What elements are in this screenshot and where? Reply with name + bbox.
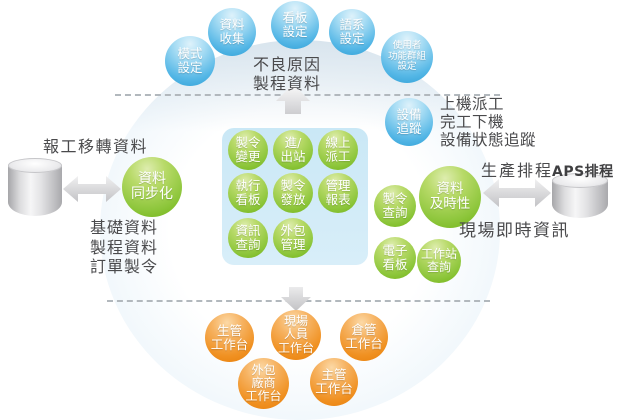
circle-data-timeliness: 資料 及時性 — [419, 166, 481, 228]
circle-label: 設備 追蹤 — [396, 107, 422, 136]
circle-label: 工作站 查詢 — [420, 246, 457, 274]
circle-shopfloor-staff-workbench: 現場 人員 工作台 — [271, 310, 321, 360]
circle-user-group-setting: 使用者 功能群組 設定 — [381, 31, 433, 83]
module-circle-work-order-release: 製令 發放 — [273, 173, 313, 213]
circle-label: 資訊 查詢 — [235, 223, 261, 252]
circle-label: 製令 變更 — [235, 135, 261, 164]
circle-label: 執行 看板 — [235, 178, 261, 207]
module-circle-management-report: 管理 報表 — [318, 173, 358, 213]
module-circle-online-dispatch: 線上 派工 — [318, 130, 358, 170]
circle-label: 語系 設定 — [339, 17, 365, 46]
circle-label: 管理 報表 — [325, 178, 351, 207]
circle-data-sync: 資料 同步化 — [122, 157, 182, 217]
circle-mode-setting: 模式 設定 — [165, 36, 215, 86]
aps-db-label: APS排程 — [552, 164, 614, 180]
circle-label: 模式 設定 — [177, 46, 203, 75]
circle-production-control-workbench: 生管 工作台 — [205, 313, 254, 362]
circle-outsourcing-vendor-workbench: 外包 廠商 工作台 — [238, 358, 289, 409]
erp-database-icon — [8, 158, 62, 216]
module-circle-check-in-out: 進/ 出站 — [273, 130, 313, 170]
circle-workstation-query: 工作站 查詢 — [417, 239, 461, 283]
circle-label: 資料 及時性 — [429, 181, 471, 212]
module-circle-work-order-change: 製令 變更 — [228, 130, 268, 170]
circle-warehouse-workbench: 倉管 工作台 — [340, 313, 388, 361]
left-title: 報工移轉資料 — [43, 137, 149, 156]
circle-e-board: 電子 看板 — [374, 237, 416, 279]
circle-label: 看板 設定 — [282, 10, 308, 39]
aps-database-icon — [552, 173, 608, 218]
circle-label: 生管 工作台 — [210, 322, 249, 352]
sync-double-arrow-icon — [63, 176, 121, 202]
circle-label: 現場 人員 工作台 — [277, 314, 314, 355]
dashed-line-top — [115, 94, 500, 96]
aps-double-arrow-icon — [483, 179, 551, 207]
circle-label: 資料 同步化 — [131, 170, 173, 202]
module-circle-outsourcing-mgmt: 外包 管理 — [273, 218, 313, 258]
top-note: 不良原因 製程資料 — [253, 55, 322, 94]
download-arrow-icon — [281, 287, 311, 311]
circle-label: 倉管 工作台 — [345, 322, 383, 351]
left-notes: 基礎資料 製程資料 訂單製令 — [90, 218, 159, 277]
module-circle-execution-board: 執行 看板 — [228, 173, 268, 213]
aps-bottom-label: 現場即時資訊 — [459, 221, 570, 241]
circle-data-collection: 資料 收集 — [208, 8, 256, 56]
circle-label: 外包 管理 — [280, 223, 306, 252]
circle-work-order-query: 製令 查詢 — [374, 185, 416, 227]
circle-label: 電子 看板 — [382, 243, 408, 272]
circle-label: 資料 收集 — [219, 17, 245, 46]
circle-label: 主管 工作台 — [315, 367, 353, 396]
circle-label: 製令 發放 — [280, 178, 306, 207]
circle-label: 外包 廠商 工作台 — [245, 362, 282, 404]
circle-label: 製令 查詢 — [382, 191, 408, 220]
circle-kanban-setting: 看板 設定 — [271, 1, 319, 49]
circle-supervisor-workbench: 主管 工作台 — [310, 358, 358, 406]
circle-label: 使用者 功能群組 設定 — [387, 40, 426, 73]
module-circle-info-query: 資訊 查詢 — [228, 218, 268, 258]
circle-equipment-tracking: 設備 追蹤 — [385, 98, 433, 146]
aps-top-label: 生產排程 — [481, 161, 554, 180]
circle-label: 線上 派工 — [325, 135, 351, 164]
upload-arrow-icon — [276, 84, 310, 114]
circle-label: 進/ 出站 — [280, 135, 306, 164]
equipment-notes: 上機派工 完工下機 設備狀態追蹤 — [440, 95, 537, 149]
circle-language-setting: 語系 設定 — [329, 9, 375, 55]
